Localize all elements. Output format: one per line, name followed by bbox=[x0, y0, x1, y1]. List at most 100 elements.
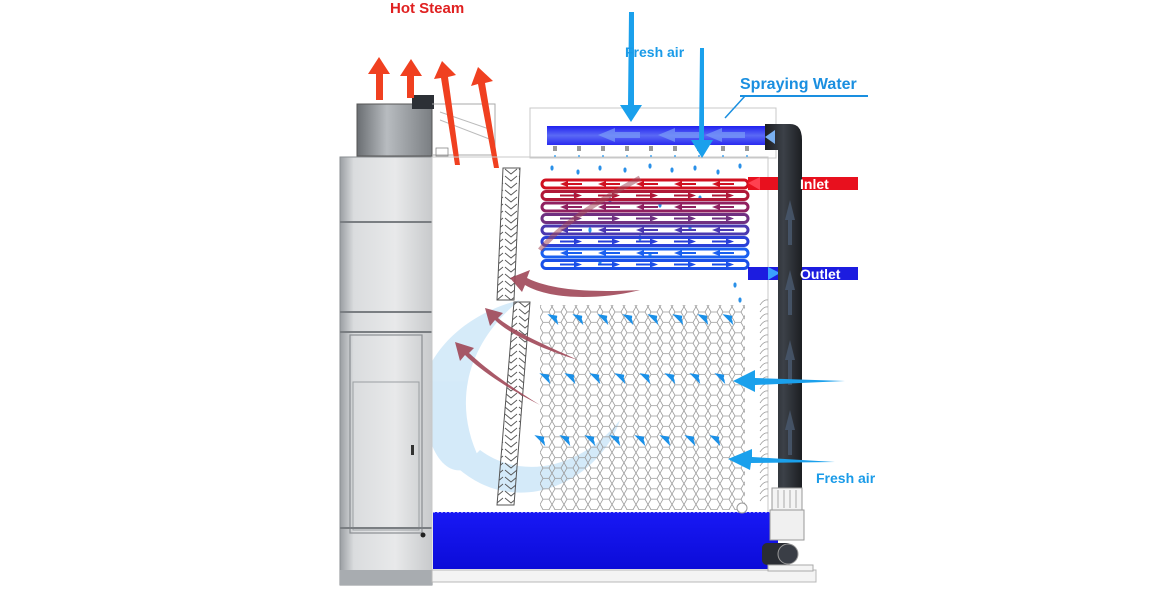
fill-flow-arrow bbox=[647, 314, 659, 326]
louver-blade bbox=[759, 467, 769, 474]
flow-arrow-icon bbox=[636, 204, 658, 210]
water-droplet bbox=[588, 227, 592, 233]
outlet-label: Outlet bbox=[800, 266, 841, 282]
flow-arrow-icon bbox=[560, 204, 582, 210]
hot-steam-arrow bbox=[368, 57, 390, 100]
fan-housing bbox=[356, 95, 496, 157]
flow-arrow-icon bbox=[674, 261, 696, 268]
water-basin bbox=[433, 512, 778, 569]
casing-panel bbox=[339, 156, 433, 586]
fill-flow-arrow bbox=[634, 435, 646, 447]
water-droplet bbox=[733, 282, 737, 288]
coil-tube bbox=[540, 247, 750, 259]
circulating-pump bbox=[762, 487, 814, 572]
fill-flow-arrow bbox=[622, 314, 634, 326]
flow-arrow-icon bbox=[598, 204, 620, 210]
fill-flow-arrow bbox=[709, 435, 721, 447]
flow-arrow-icon bbox=[674, 250, 696, 256]
fill-flow-arrow bbox=[539, 373, 551, 385]
fill-flow-arrow bbox=[609, 435, 621, 447]
louver-blade bbox=[759, 362, 769, 369]
spray-nozzles bbox=[553, 146, 749, 157]
fill-flow-arrow bbox=[639, 373, 651, 385]
spray-nozzle bbox=[553, 146, 557, 151]
louver-blade bbox=[759, 306, 769, 313]
flow-arrow-icon bbox=[674, 238, 696, 245]
flow-arrow-icon bbox=[636, 215, 658, 222]
fill-flow-arrow bbox=[684, 435, 696, 447]
spray-nozzle bbox=[673, 146, 677, 151]
hot-steam-label: Hot Steam bbox=[390, 0, 465, 17]
fill-flow-arrow bbox=[714, 373, 726, 385]
air-inlet-louvers bbox=[759, 299, 769, 502]
fill-flow-arrow bbox=[689, 373, 701, 385]
louver-blade bbox=[759, 425, 769, 432]
louver-blade bbox=[759, 404, 769, 411]
flow-arrow-icon bbox=[636, 181, 658, 187]
flow-arrow-icon bbox=[674, 181, 696, 187]
louver-blade bbox=[759, 397, 769, 404]
coil-tube bbox=[540, 201, 750, 213]
louver-blade bbox=[759, 341, 769, 348]
spray-nozzle bbox=[577, 146, 581, 151]
outlet-arrow-icon bbox=[768, 267, 780, 280]
spray-header bbox=[547, 126, 765, 145]
flow-arrow-icon bbox=[598, 250, 620, 256]
flow-arrow-icon bbox=[598, 227, 620, 233]
flow-arrow-icon bbox=[598, 261, 620, 268]
water-droplet bbox=[648, 163, 652, 169]
louver-blade bbox=[759, 488, 769, 495]
louver-blade bbox=[759, 481, 769, 488]
fill-flow-arrow bbox=[697, 314, 709, 326]
fresh-air-arrow bbox=[691, 48, 713, 158]
float-valve bbox=[736, 502, 748, 514]
fill-flow-arrow bbox=[589, 373, 601, 385]
fresh-air-top-arrows bbox=[620, 12, 713, 158]
louver-blade bbox=[759, 411, 769, 418]
inlet-label: Inlet bbox=[800, 176, 829, 192]
hot-steam-arrow bbox=[434, 61, 460, 165]
louver-blade bbox=[759, 320, 769, 327]
louver-blade bbox=[759, 369, 769, 376]
water-droplet bbox=[670, 167, 674, 173]
exhaust-air-arrow bbox=[485, 308, 578, 360]
hot-steam-arrow bbox=[400, 59, 422, 98]
coil-tube bbox=[540, 224, 750, 236]
water-droplet bbox=[623, 167, 627, 173]
louver-blade bbox=[759, 418, 769, 425]
flow-arrow-icon bbox=[712, 181, 734, 187]
fill-media bbox=[540, 305, 745, 510]
coil-tube bbox=[540, 213, 750, 224]
louver-blade bbox=[759, 299, 769, 306]
water-droplet bbox=[550, 165, 554, 171]
fill-flow-arrow bbox=[559, 435, 571, 447]
flow-arrow-icon bbox=[560, 192, 582, 199]
flow-arrow-icon bbox=[712, 227, 734, 233]
fresh-air-arrow bbox=[620, 12, 642, 122]
fill-flow-arrow bbox=[547, 314, 559, 326]
hot-steam-arrow bbox=[471, 67, 499, 168]
inlet-pipe bbox=[748, 177, 858, 190]
spray-nozzle bbox=[745, 146, 749, 151]
fill-flow-arrow bbox=[614, 373, 626, 385]
louver-blade bbox=[759, 474, 769, 481]
flow-arrow-icon bbox=[560, 181, 582, 187]
louver-blade bbox=[759, 348, 769, 355]
louver-blade bbox=[759, 334, 769, 341]
tower-frame bbox=[431, 107, 817, 583]
fresh-air-top-label: Fresh air bbox=[625, 44, 685, 60]
flow-arrow-icon bbox=[674, 204, 696, 210]
fresh-air-arrow bbox=[728, 449, 835, 470]
spraying-water-leader bbox=[724, 95, 746, 119]
water-droplet bbox=[738, 163, 742, 169]
fill-flow-arrow bbox=[722, 314, 734, 326]
exhaust-air-arrow bbox=[455, 342, 540, 405]
flow-arrow-icon bbox=[712, 250, 734, 256]
spray-nozzle bbox=[649, 146, 653, 151]
inlet-arrow-icon bbox=[748, 177, 760, 190]
fill-flow-arrows bbox=[534, 314, 734, 447]
water-droplet bbox=[716, 169, 720, 175]
louver-blade bbox=[759, 439, 769, 446]
spray-nozzle bbox=[625, 146, 629, 151]
